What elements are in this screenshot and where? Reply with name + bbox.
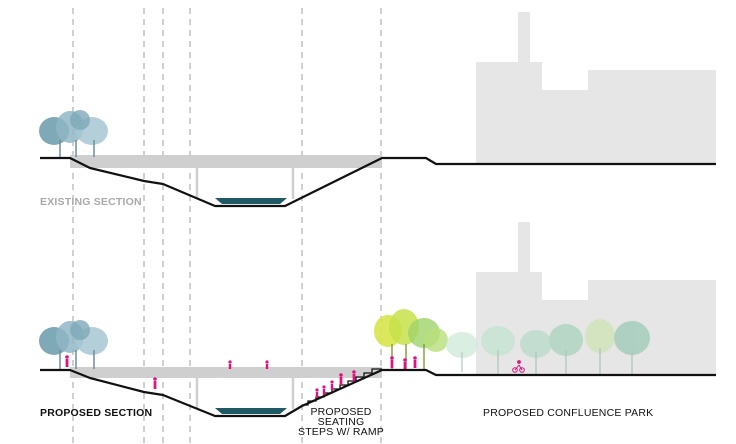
seating-steps-label: PROPOSED SEATING STEPS W/ RAMP [296, 406, 386, 438]
ground-line [40, 156, 716, 208]
seating-label-line3: STEPS W/ RAMP [297, 426, 385, 438]
person-icon [65, 355, 417, 398]
tree-icon [446, 319, 650, 374]
guide-lines [72, 8, 382, 444]
cyclist-icon [512, 360, 525, 373]
tree-icon [39, 110, 108, 157]
bridge-deck [70, 155, 382, 168]
tree-icon [374, 309, 448, 370]
tree-icon [39, 320, 108, 369]
existing-section [39, 12, 716, 208]
proposed-section-label: PROPOSED SECTION [40, 407, 153, 419]
ground-line [40, 368, 716, 418]
bridge-deck [70, 367, 382, 378]
existing-section-label: EXISTING SECTION [40, 196, 142, 208]
building-silhouette [476, 12, 716, 163]
water-channel [215, 198, 287, 204]
seating-label-line2: SEATING [317, 416, 365, 428]
confluence-park-label: PROPOSED CONFLUENCE PARK [483, 407, 654, 419]
proposed-section [39, 222, 716, 418]
seating-label-line1: PROPOSED [310, 406, 372, 418]
water-channel [215, 408, 287, 414]
